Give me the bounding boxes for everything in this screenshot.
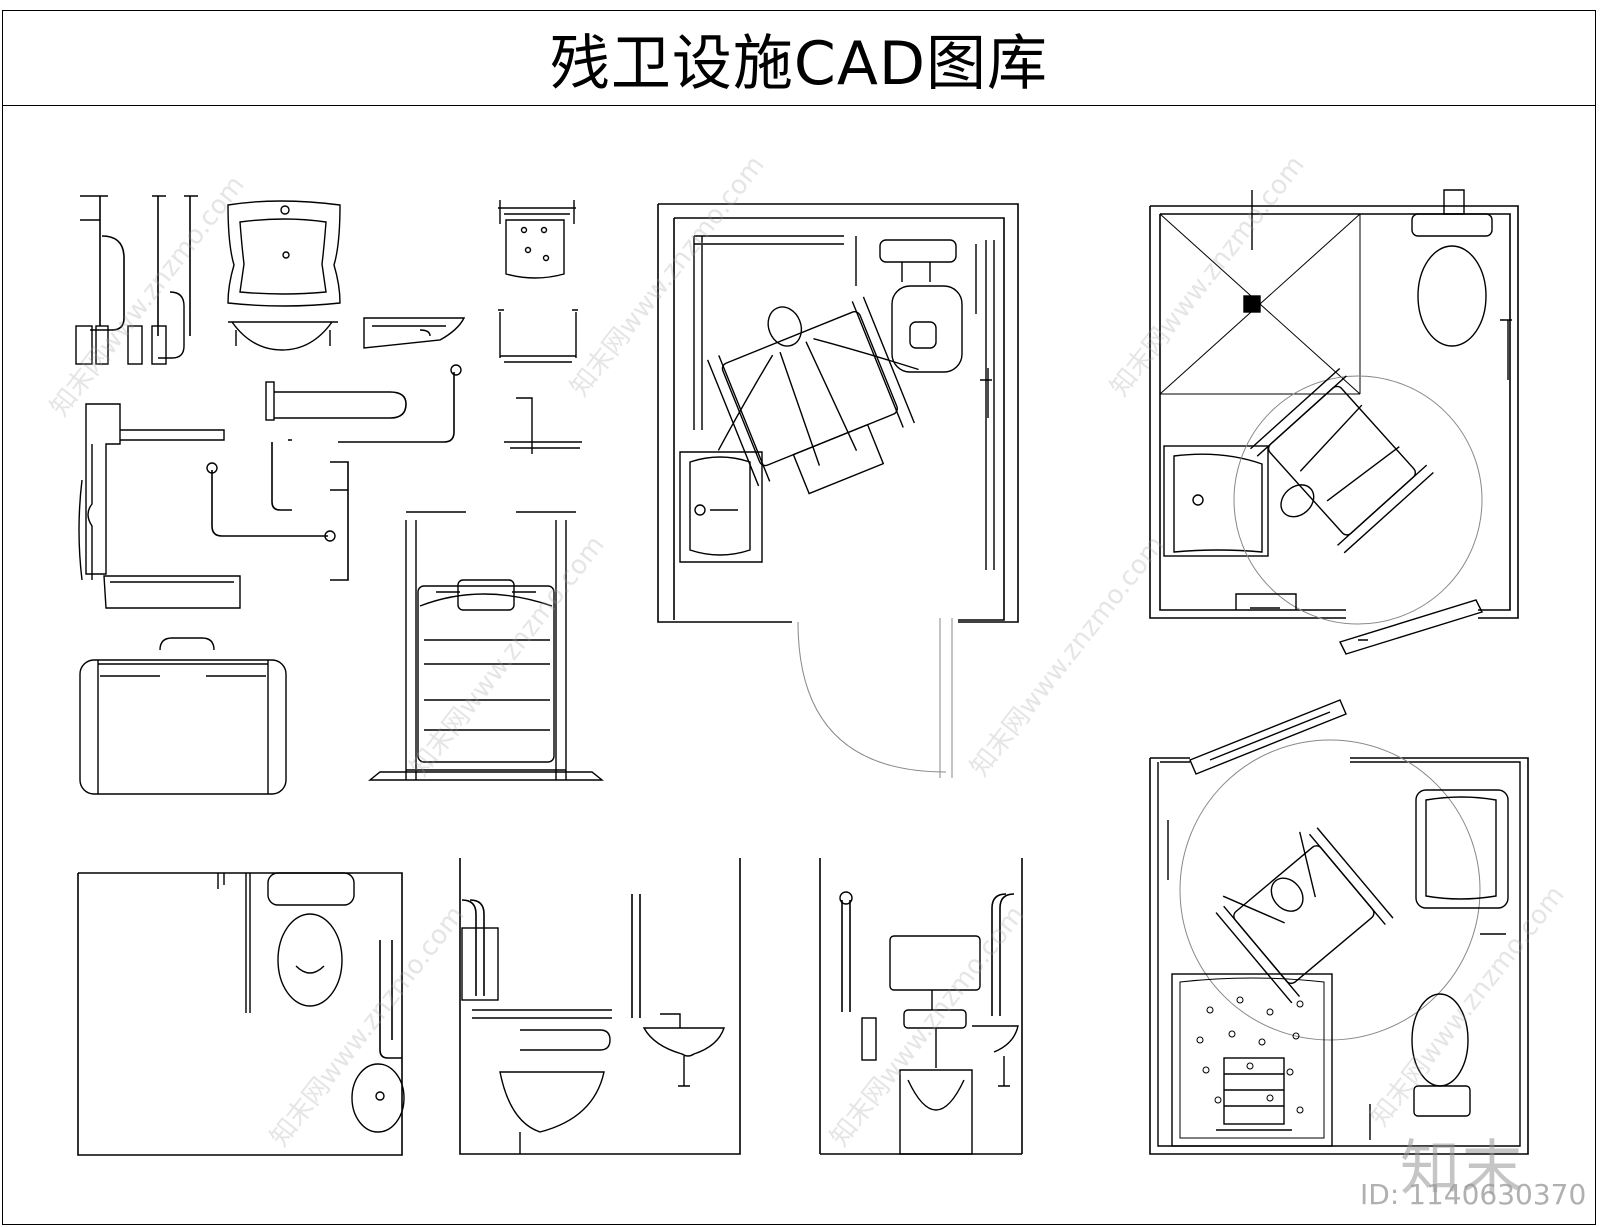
basin-side-view bbox=[363, 317, 466, 349]
wheelchair-with-user-plan-2 bbox=[1250, 367, 1434, 554]
drawing-frame bbox=[2, 105, 1596, 1225]
wheelchair-with-user-plan-3 bbox=[1215, 827, 1394, 1004]
page-title: 残卫设施CAD图库 bbox=[549, 28, 1049, 99]
brand-logo: 知末 bbox=[1400, 1134, 1524, 1204]
accessible-toilet-plan-1 bbox=[657, 203, 1019, 778]
accessible-toilet-plan-2 bbox=[1149, 189, 1519, 655]
fold-down-seat-side bbox=[78, 403, 241, 609]
washbasin-plan bbox=[227, 200, 341, 351]
toilet-plan-elevation-1 bbox=[77, 872, 405, 1156]
title-bar: 残卫设施CAD图库 bbox=[2, 10, 1596, 106]
grab-bar-set-2 bbox=[206, 439, 349, 581]
id-label: ID: 1140630370 bbox=[1360, 1178, 1587, 1211]
toilet-support-frame bbox=[368, 511, 604, 781]
wheelchair-with-user-plan-1 bbox=[706, 296, 919, 495]
changing-table-plan bbox=[79, 637, 287, 795]
toilet-wall-elevation-2 bbox=[459, 858, 741, 1155]
swing-grab-bar bbox=[265, 364, 462, 443]
grab-bar-set-1 bbox=[75, 195, 198, 365]
shower-seat-plan bbox=[498, 200, 582, 454]
accessible-toilet-plan-3 bbox=[1149, 699, 1529, 1155]
toilet-wall-elevation-3 bbox=[819, 858, 1023, 1155]
